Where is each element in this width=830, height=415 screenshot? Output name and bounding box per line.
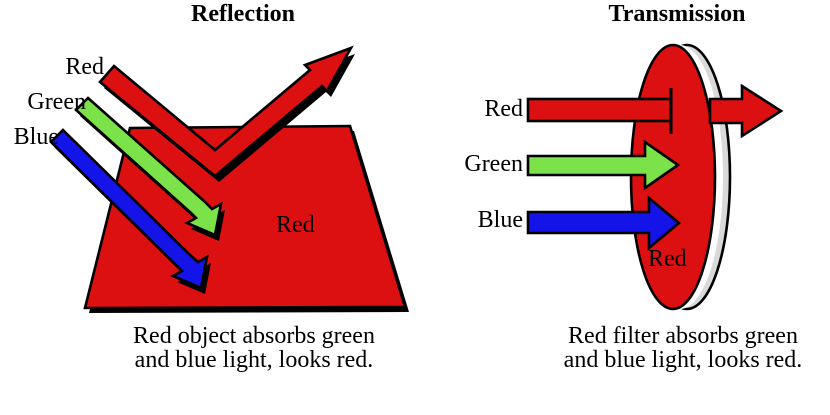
reflection-title: Reflection [191, 1, 295, 27]
reflection-figure [49, 45, 409, 313]
transmission-label-blue: Blue [477, 207, 523, 233]
transmission-caption-line2: and blue light, looks red. [563, 347, 803, 373]
red-ray-reflected-arrow [98, 45, 354, 178]
transmission-caption-line1: Red filter absorbs green [568, 323, 798, 349]
transmission-figure [526, 43, 784, 311]
blue-ray-absorbed-arrow [49, 128, 209, 290]
green-ray-absorbed-arrow [74, 96, 223, 237]
reflection-label-blue: Blue [13, 124, 59, 150]
transmission-label-green: Green [464, 151, 523, 177]
transmission-label-red: Red [484, 96, 523, 122]
red-object-label: Red [276, 212, 315, 238]
transmission-title: Transmission [608, 1, 746, 27]
reflection-label-green: Green [27, 89, 86, 115]
reflection-caption: Red object absorbs green and blue light,… [89, 324, 419, 372]
blue-beam-absorbed-arrow [526, 195, 682, 251]
reflection-label-red: Red [65, 54, 104, 80]
transmission-caption: Red filter absorbs green and blue light,… [518, 324, 830, 372]
reflection-caption-line2: and blue light, looks red. [134, 347, 374, 373]
red-beam-exit-arrow [708, 83, 784, 139]
red-beam-shaft [526, 97, 673, 123]
red-filter-label: Red [648, 246, 687, 272]
reflection-caption-line1: Red object absorbs green [133, 323, 375, 349]
green-beam-absorbed-arrow [526, 139, 681, 191]
